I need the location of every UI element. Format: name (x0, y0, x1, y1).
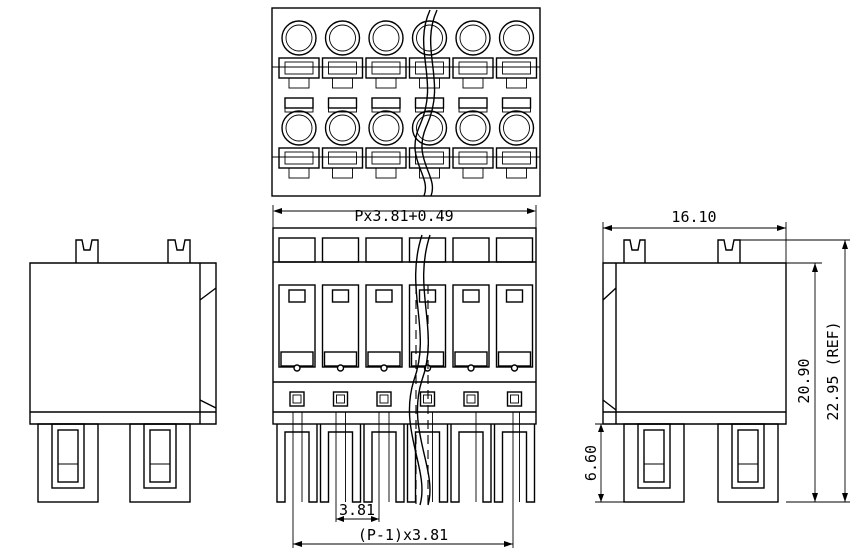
top-view (271, 7, 541, 197)
top-terminal-cell (408, 20, 451, 179)
front-terminal-cell (493, 237, 536, 503)
break-line (408, 234, 423, 506)
pin-span-label: (P-1)x3.81 (358, 526, 448, 544)
dim-pin-span: (P-1)x3.81 (292, 412, 514, 548)
dim-pitch: 3.81 (335, 412, 380, 522)
test-hole (506, 391, 523, 407)
front-view: Px3.81+0.49 3.81 (P-1)x3.81 (272, 205, 537, 548)
top-view-outline (271, 7, 541, 197)
wire-hole (368, 20, 404, 56)
wire-hole (498, 110, 535, 146)
wire-hole (324, 110, 361, 146)
top-terminal-cell (321, 20, 364, 179)
wire-hole (455, 110, 491, 146)
pin-leg (363, 424, 405, 503)
top-terminal-cell (365, 20, 407, 179)
pin-leg (319, 424, 362, 503)
wire-hole (498, 20, 535, 56)
break-line (414, 9, 431, 197)
front-terminal-cell (276, 237, 318, 503)
dim-overall-width: Px3.81+0.49 (272, 205, 537, 228)
dim-pin-length: 6.60 (582, 423, 624, 503)
test-hole (289, 391, 305, 407)
front-terminal-cell (319, 237, 362, 503)
top-view-terminals (272, 20, 540, 179)
break-line (421, 9, 438, 197)
height-ref-label: 22.95 (REF) (824, 321, 842, 420)
wire-hole (455, 20, 491, 56)
wire-hole (368, 110, 404, 146)
test-hole (376, 391, 392, 407)
wire-hole (411, 110, 448, 146)
dim-height-body: 20.90 (740, 262, 822, 503)
overall-width-label: Px3.81+0.49 (354, 207, 453, 225)
test-hole (463, 391, 479, 407)
dim-depth: 16.10 (602, 208, 787, 263)
side-view-left (29, 239, 217, 503)
wire-hole (324, 20, 361, 56)
depth-label: 16.10 (671, 208, 716, 226)
front-terminal-cell (450, 237, 492, 503)
pin-leg (450, 424, 492, 503)
wire-hole (281, 20, 317, 56)
dim-height-ref: 22.95 (REF) (740, 239, 850, 503)
wire-hole (411, 20, 448, 56)
side-view-right: 16.10 20.90 22.95 (REF) 6.60 (582, 208, 850, 503)
pin-leg (493, 424, 536, 503)
front-view-terminals (276, 237, 536, 503)
pin-leg (276, 424, 318, 503)
front-terminal-cell (363, 237, 405, 503)
wire-hole (281, 110, 317, 146)
top-terminal-cell (278, 20, 320, 179)
pin-length-label: 6.60 (582, 445, 600, 481)
pin-leg (406, 424, 449, 503)
pitch-label: 3.81 (339, 501, 375, 519)
break-line (416, 234, 431, 506)
top-terminal-cell (495, 20, 538, 179)
height-body-label: 20.90 (795, 358, 813, 403)
front-terminal-cell (406, 237, 449, 503)
test-hole (332, 391, 349, 407)
top-terminal-cell (452, 20, 494, 179)
